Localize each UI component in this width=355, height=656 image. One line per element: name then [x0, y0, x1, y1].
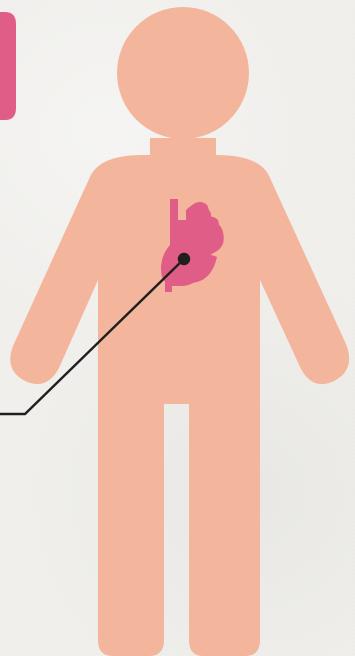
corner-tab: [0, 12, 16, 120]
figure-torso-shape: [98, 280, 260, 402]
human-figure-icon: [10, 7, 349, 656]
figure-head: [117, 7, 249, 139]
callout-dot: [178, 253, 190, 265]
